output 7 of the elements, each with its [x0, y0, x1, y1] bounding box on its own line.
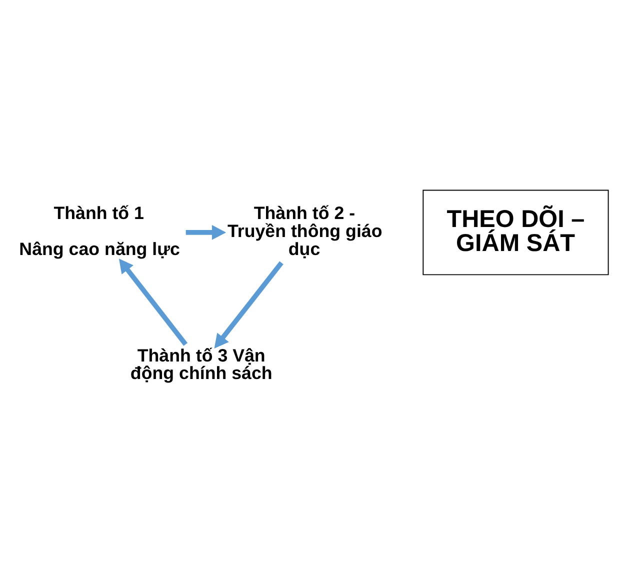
node-text: Thành tố 1 Nâng cao năng lực — [19, 203, 180, 259]
node-box: THEO DÕI – GIÁM SÁT — [422, 190, 609, 276]
arrow — [214, 261, 284, 349]
arrow — [118, 258, 188, 346]
node-text: Thành tố 3 Vận động chính sách — [130, 345, 272, 384]
arrow — [186, 225, 226, 240]
node-text: Thành tố 2 - Truyền thông giáo dục — [227, 203, 382, 259]
